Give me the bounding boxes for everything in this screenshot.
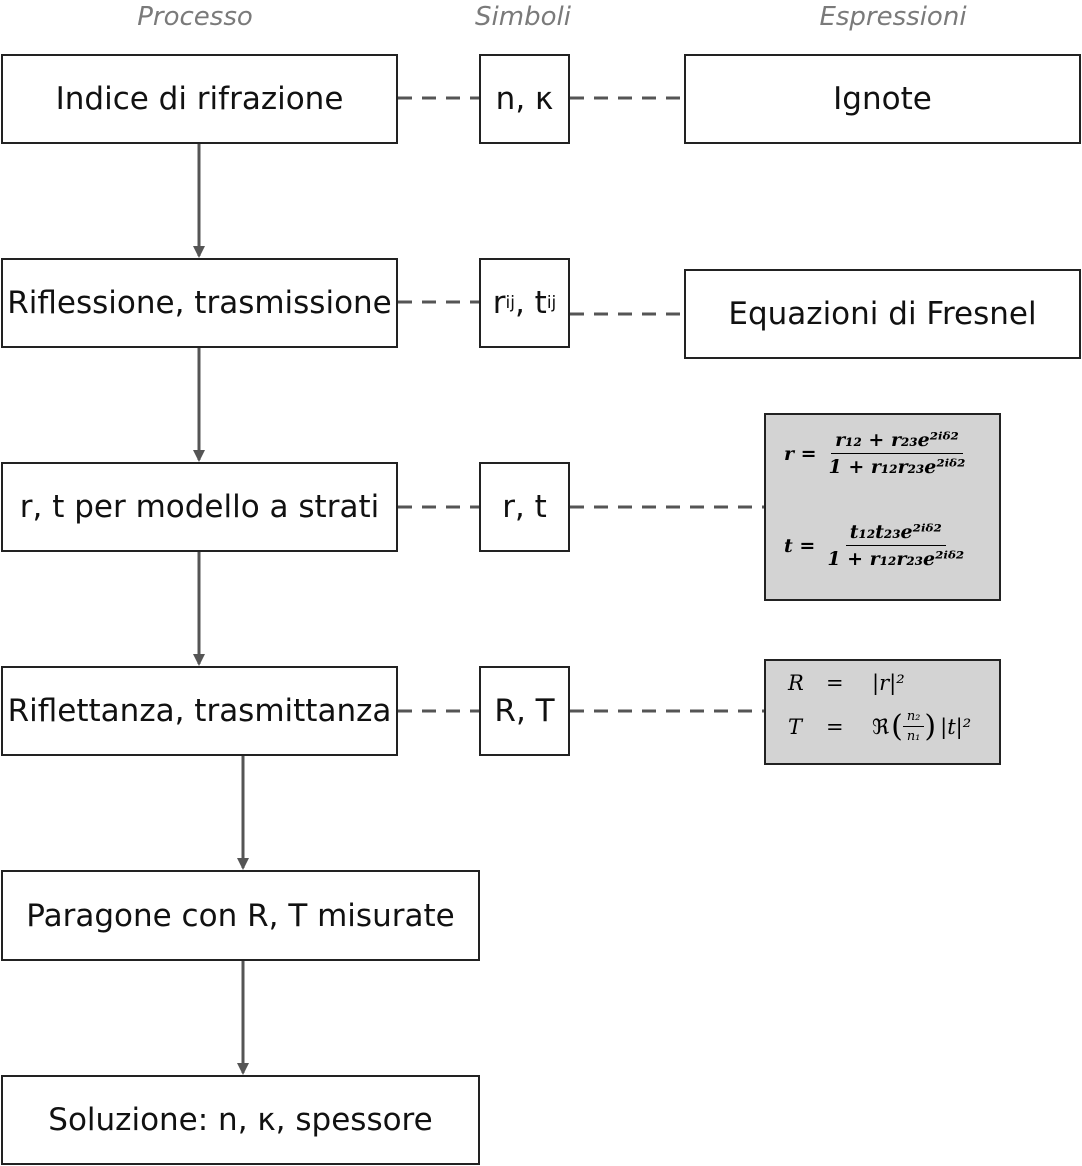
symbol-r: r <box>492 285 506 321</box>
process-step-6: Soluzione: n, κ, spessore <box>1 1075 480 1165</box>
equation-T-equals: = <box>826 714 844 739</box>
equation-box-rt: r = r₁₂ + r₂₃e²ⁱᵟ² 1 + r₁₂r₂₃e²ⁱᵟ² t = t… <box>764 413 1001 601</box>
equation-r-numerator: r₁₂ + r₂₃e²ⁱᵟ² <box>831 429 963 454</box>
equation-R-rhs: |r|² <box>872 671 905 695</box>
process-step-5: Paragone con R, T misurate <box>1 870 480 961</box>
equation-T-abs: |t|² <box>940 714 972 739</box>
process-step-3: r, t per modello a strati <box>1 462 398 552</box>
symbol-r-subscript: ij <box>505 293 515 313</box>
equation-T-paren-open: ( <box>891 708 903 744</box>
equation-t: t = t₁₂t₂₃e²ⁱᵟ² 1 + r₁₂r₂₃e²ⁱᵟ² <box>784 521 968 570</box>
expression-ignote: Ignote <box>684 54 1081 144</box>
equation-R-lhs: R <box>788 671 804 695</box>
symbol-n-kappa: n, κ <box>479 54 570 144</box>
equation-r-fraction: r₁₂ + r₂₃e²ⁱᵟ² 1 + r₁₂r₂₃e²ⁱᵟ² <box>825 429 970 478</box>
equation-t-denominator: 1 + r₁₂r₂₃e²ⁱᵟ² <box>827 548 965 570</box>
expression-fresnel: Equazioni di Fresnel <box>684 269 1081 359</box>
process-step-2: Riflessione, trasmissione <box>1 258 398 348</box>
header-expressions: Espressioni <box>819 2 967 32</box>
equation-T-ratio: n₂ n₁ <box>902 709 925 744</box>
equation-t-numerator: t₁₂t₂₃e²ⁱᵟ² <box>845 521 946 546</box>
equation-T: T = ℜ ( n₂ n₁ ) |t|² <box>788 709 971 744</box>
equation-T-n2: n₂ <box>902 709 925 727</box>
equation-t-fraction: t₁₂t₂₃e²ⁱᵟ² 1 + r₁₂r₂₃e²ⁱᵟ² <box>823 521 968 570</box>
equation-r-lhs: r = <box>784 442 817 465</box>
symbol-R-T: R, T <box>479 666 570 756</box>
symbol-t-subscript: ij <box>546 293 557 313</box>
header-symbols: Simboli <box>475 2 571 32</box>
symbol-t: t <box>534 285 547 321</box>
equation-T-real-part: ℜ <box>872 714 890 739</box>
process-step-1: Indice di rifrazione <box>1 54 398 144</box>
equation-R-equals: = <box>826 671 844 695</box>
equation-r: r = r₁₂ + r₂₃e²ⁱᵟ² 1 + r₁₂r₂₃e²ⁱᵟ² <box>784 429 969 478</box>
equation-T-n1: n₁ <box>906 729 921 744</box>
process-step-4: Riflettanza, trasmittanza <box>1 666 398 756</box>
equation-t-lhs: t = <box>784 534 816 557</box>
symbol-comma: , <box>514 285 535 321</box>
equation-box-RT: R = |r|² T = ℜ ( n₂ n₁ ) |t|² <box>764 659 1001 765</box>
equation-r-denominator: 1 + r₁₂r₂₃e²ⁱᵟ² <box>828 456 966 478</box>
symbol-r-t: r, t <box>479 462 570 552</box>
equation-T-paren-close: ) <box>924 708 937 744</box>
header-process: Processo <box>137 2 253 32</box>
equation-R: R = |r|² <box>788 671 905 695</box>
equation-T-lhs: T <box>788 714 803 739</box>
